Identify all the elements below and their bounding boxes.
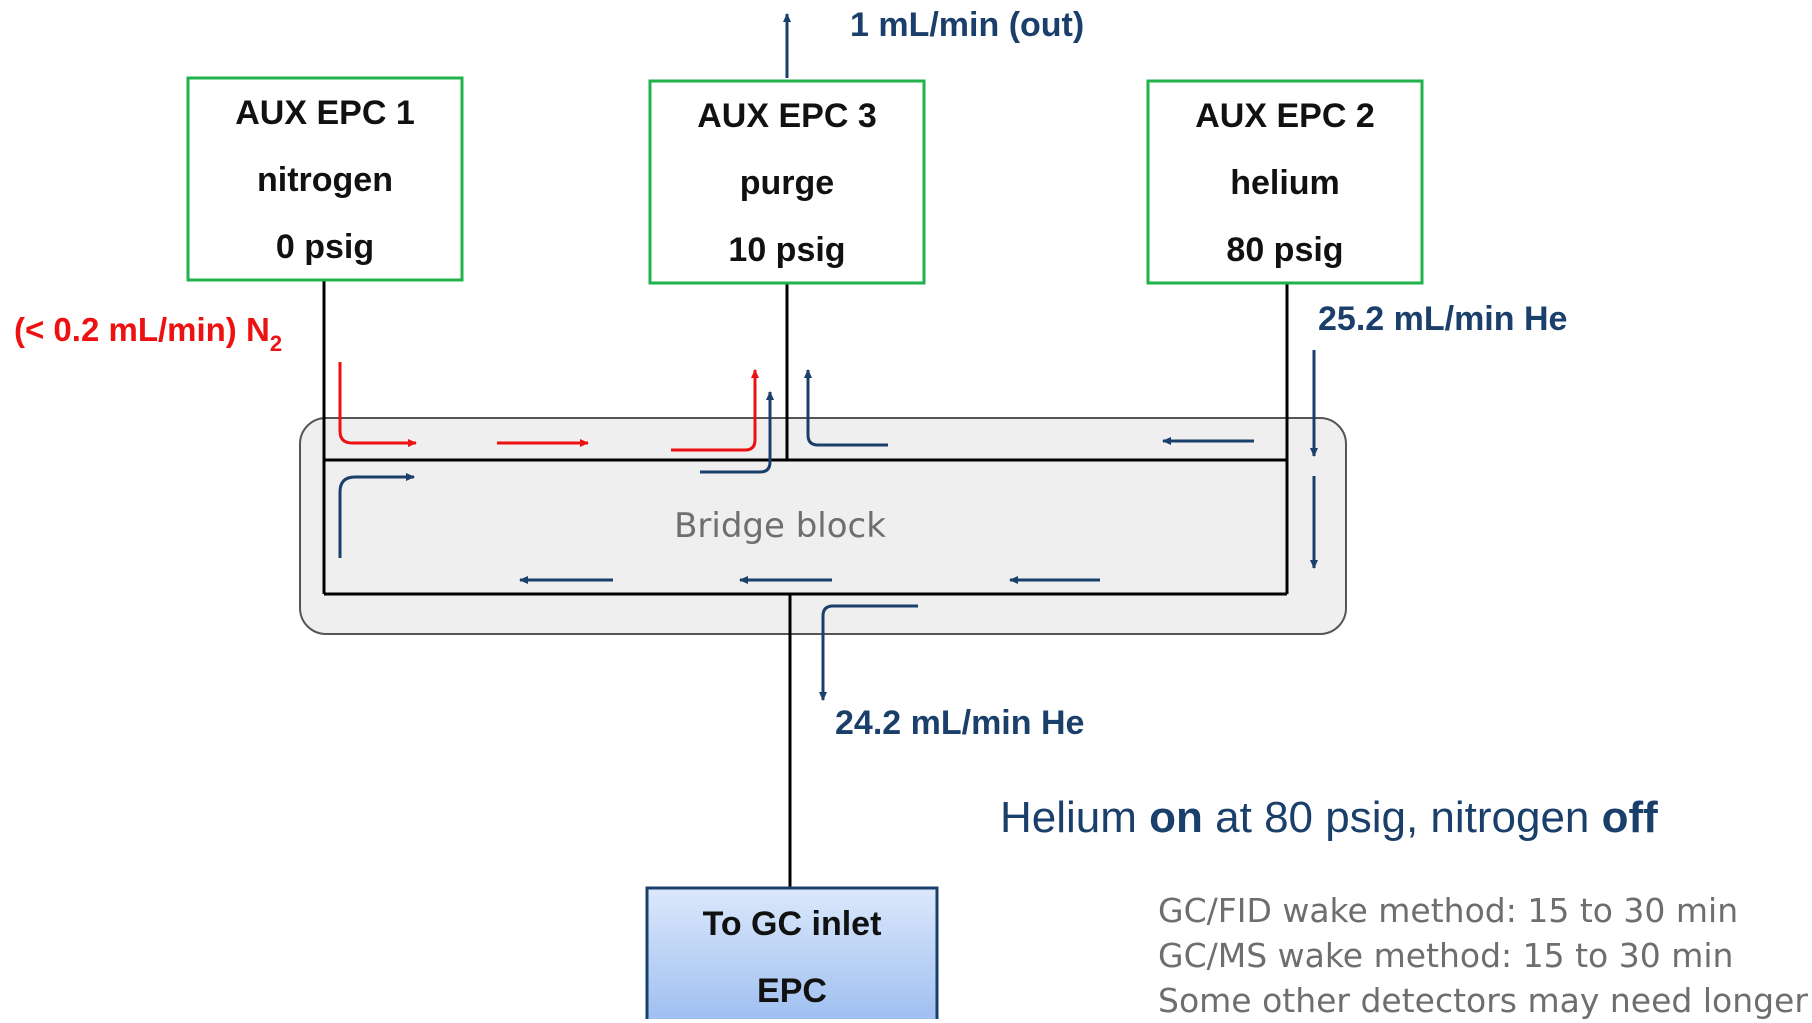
- n2-flow-text: (< 0.2 mL/min) N: [14, 311, 270, 348]
- aux-epc-3-gas: purge: [740, 164, 834, 202]
- he-out-flow-label: 24.2 mL/min He: [835, 704, 1084, 742]
- aux-epc-2-name: AUX EPC 2: [1195, 97, 1375, 135]
- aux-epc-3-box: [648, 79, 926, 285]
- aux-epc-1-gas: nitrogen: [257, 161, 393, 199]
- outlet-down-arrow: [819, 604, 918, 701]
- aux-epc-2-pressure: 80 psig: [1226, 231, 1343, 269]
- headline-on: on: [1149, 793, 1203, 842]
- purge-up-arrow: [804, 369, 888, 447]
- n2-purge-arrow: [671, 369, 759, 452]
- gc-inlet-box: [645, 886, 939, 1019]
- aux-epc-1-pressure: 0 psig: [276, 228, 374, 266]
- he-in-flow-label: 25.2 mL/min He: [1318, 300, 1567, 338]
- nitrogen-flow-arrows: [338, 362, 759, 452]
- note-fid: GC/FID wake method: 15 to 30 min: [1158, 891, 1739, 930]
- gc-inlet-line2: EPC: [757, 972, 827, 1010]
- headline-off: off: [1601, 793, 1658, 842]
- bridge-block-label: Bridge block: [674, 506, 886, 546]
- n2-entry-arrow: [338, 362, 417, 447]
- piping: [322, 280, 1289, 888]
- note-other: Some other detectors may need longer: [1158, 981, 1808, 1020]
- n2-flow-label: (< 0.2 mL/min) N2: [14, 311, 282, 356]
- wake-method-notes: GC/FID wake method: 15 to 30 min GC/MS w…: [1158, 888, 1808, 1023]
- gc-inlet-line1: To GC inlet: [703, 905, 882, 943]
- status-headline: Helium on at 80 psig, nitrogen off: [1000, 793, 1658, 843]
- aux-epc-2-gas: helium: [1230, 164, 1340, 202]
- aux-epc-1-box: [186, 76, 464, 282]
- flow-out-label: 1 mL/min (out): [850, 6, 1084, 44]
- aux-epc-2-box: [1146, 79, 1424, 285]
- aux-epc-1-name: AUX EPC 1: [235, 94, 415, 132]
- n2-flow-subscript: 2: [270, 331, 282, 356]
- aux-epc-3-name: AUX EPC 3: [697, 97, 877, 135]
- left-channel-up-arrow: [338, 473, 415, 558]
- headline-part-2: at 80 psig, nitrogen: [1202, 793, 1602, 842]
- helium-flow-arrows: [338, 13, 1318, 701]
- aux-epc-3-pressure: 10 psig: [728, 231, 845, 269]
- headline-part-1: Helium: [1000, 793, 1150, 842]
- note-ms: GC/MS wake method: 15 to 30 min: [1158, 936, 1734, 975]
- purge-side-up-arrow: [700, 391, 774, 474]
